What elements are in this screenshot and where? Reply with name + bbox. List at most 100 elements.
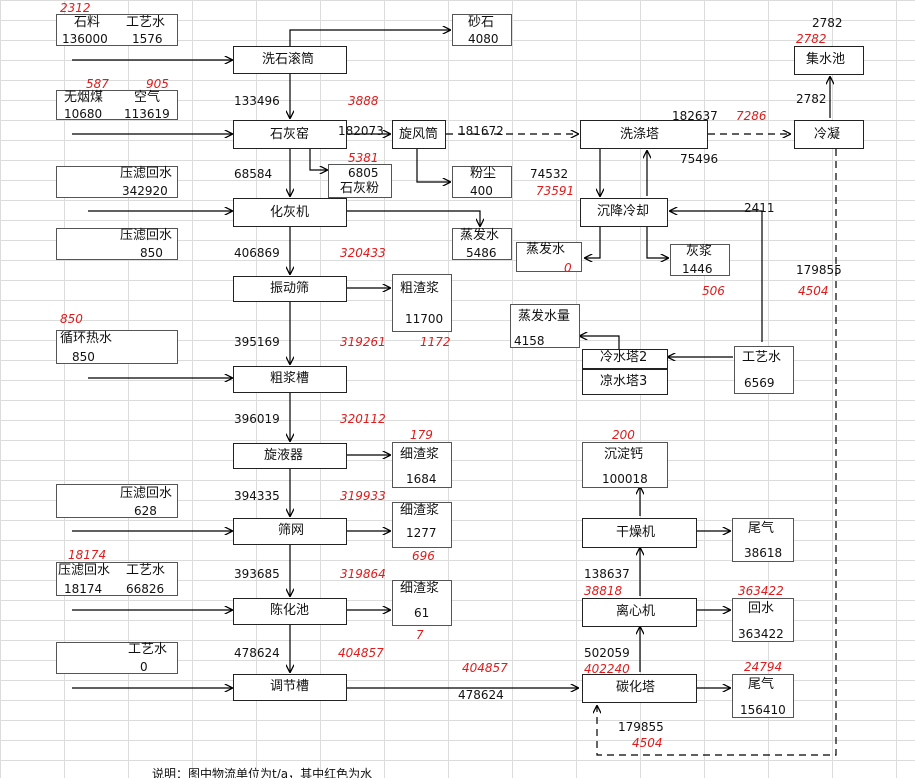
- flow-label-water: 506: [702, 284, 725, 298]
- output-lime: [328, 164, 392, 198]
- steam-label: 蒸发水: [460, 228, 500, 243]
- flow-label-water: 320112: [340, 412, 386, 426]
- filt3-value: 628: [134, 504, 157, 518]
- node-wash-tower: [580, 120, 708, 149]
- dust-value: 400: [470, 184, 493, 198]
- flow-label: 478624: [234, 646, 280, 660]
- flow-label: 182073: [338, 124, 384, 138]
- input-box-filt2: [56, 228, 178, 260]
- air-label: 空气: [134, 90, 161, 105]
- aging-label: 陈化池: [270, 603, 310, 618]
- washer-label: 洗石滚筒: [262, 52, 315, 67]
- fine3-label: 细渣浆: [400, 581, 440, 596]
- node-pool: [794, 46, 864, 75]
- node-carbonation: [582, 674, 697, 703]
- pool-top-value: 2782: [812, 16, 843, 30]
- input-box-filt4: [56, 562, 178, 596]
- flow-label: 394335: [234, 489, 280, 503]
- coal-label: 无烟煤: [64, 90, 104, 105]
- output-fine2: [392, 502, 452, 548]
- grit-label: 砂石: [468, 15, 495, 30]
- water5-value: 0: [140, 660, 148, 674]
- circ-label: 循环热水: [60, 331, 113, 346]
- output-dust: [452, 166, 512, 198]
- flow-cyclone-dust: [416, 149, 450, 182]
- flow-label-water: 73591: [536, 184, 575, 198]
- flow-condense-recycle: [597, 149, 837, 756]
- water5-label: 工艺水: [128, 642, 168, 657]
- node-aging: [233, 598, 347, 625]
- flow-label-water: 7286: [736, 109, 767, 123]
- evapq-value: 4158: [514, 334, 545, 348]
- output-ash: [670, 244, 730, 276]
- coarse-value: 11700: [405, 312, 444, 326]
- coal-value: 10680: [64, 107, 103, 121]
- flow-label-water: 404857: [338, 646, 384, 660]
- input-process-water: [734, 346, 794, 394]
- node-kiln: [233, 120, 347, 149]
- flow-label-water: 319261: [340, 335, 386, 349]
- flow-label-water: 4504: [798, 284, 829, 298]
- flow-label: 396019: [234, 412, 280, 426]
- flow-settle-ash: [646, 227, 668, 258]
- filt2-label: 压滤回水: [120, 228, 173, 243]
- fine1-label: 细渣浆: [400, 447, 440, 462]
- output-tail1: [732, 518, 794, 562]
- slurry-tank-label: 粗浆槽: [270, 371, 310, 386]
- screen-label: 振动筛: [270, 281, 310, 296]
- wash-tower-label: 洗涤塔: [620, 127, 660, 142]
- input-box-circ: [56, 330, 178, 364]
- kiln-label: 石灰窑: [270, 127, 310, 142]
- output-grit: [452, 14, 512, 46]
- output-coarse: [392, 274, 452, 332]
- flow-label: 406869: [234, 246, 280, 260]
- flow-cool-evapq: [580, 336, 620, 349]
- node-settle: [580, 198, 668, 227]
- water-label: 工艺水: [126, 15, 166, 30]
- flow-label: 74532: [530, 167, 569, 181]
- caco3-water-red: 200: [612, 428, 635, 442]
- filt4-value: 18174: [64, 582, 103, 596]
- flow-settle-evap: [585, 227, 601, 258]
- node-cyclone: [392, 120, 446, 149]
- node-cool2: [582, 349, 668, 369]
- dryer-label: 干燥机: [616, 525, 656, 540]
- input-box-water5: [56, 642, 178, 674]
- fine1-value: 1684: [406, 472, 437, 486]
- flow-label-water: 320433: [340, 246, 386, 260]
- node-slaker: [233, 198, 347, 227]
- node-condense: [794, 120, 864, 149]
- pool-water-red: 2782: [796, 32, 827, 46]
- input-box-filt1: [56, 166, 178, 198]
- pw-label: 工艺水: [742, 350, 782, 365]
- tail1-value: 38618: [744, 546, 783, 560]
- filt3-label: 压滤回水: [120, 486, 173, 501]
- fine2-water-red: 696: [412, 549, 435, 563]
- flow-label-water: 319864: [340, 567, 386, 581]
- air-value: 113619: [124, 107, 170, 121]
- water4-value: 66826: [126, 582, 165, 596]
- raw-water-red: 2312: [60, 1, 91, 15]
- flow-label: 133496: [234, 94, 280, 108]
- fine3-value: 61: [414, 606, 430, 620]
- return-value: 363422: [738, 627, 784, 641]
- raw-label: 石料: [74, 15, 101, 30]
- carbonation-label: 碳化塔: [616, 680, 656, 695]
- cyclone-label: 旋风筒: [399, 127, 439, 142]
- circ-water-red: 850: [60, 312, 83, 326]
- flow-label: 181672: [458, 124, 504, 138]
- evap-label: 蒸发水: [526, 242, 566, 257]
- tail2-label: 尾气: [748, 677, 775, 692]
- cool3-label: 凉水塔3: [600, 374, 648, 389]
- water-value: 1576: [132, 32, 163, 46]
- fine2-label: 细渣浆: [400, 503, 440, 518]
- air-water-red: 905: [146, 77, 169, 91]
- filt2-value: 850: [140, 246, 163, 260]
- filt1-label: 压滤回水: [120, 166, 173, 181]
- output-steam: [452, 228, 512, 260]
- grit-value: 4080: [468, 32, 499, 46]
- circ-value: 850: [72, 350, 95, 364]
- lime-water-red: 5381: [348, 151, 379, 165]
- adjust-label: 调节槽: [270, 679, 310, 694]
